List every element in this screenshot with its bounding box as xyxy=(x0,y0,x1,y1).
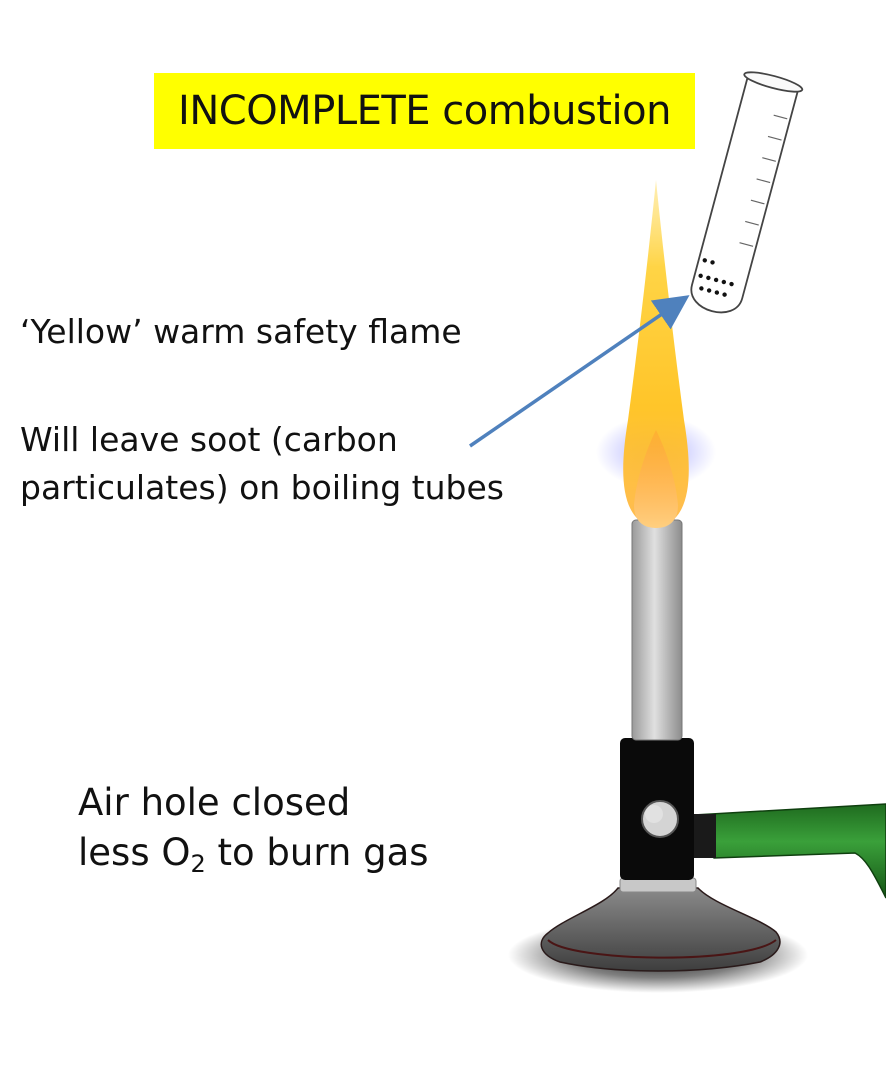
title-highlight: INCOMPLETE combustion xyxy=(154,73,695,149)
diagram-title: INCOMPLETE combustion xyxy=(178,88,671,134)
bunsen-burner-icon xyxy=(540,519,886,972)
burner-barrel xyxy=(631,519,683,741)
soot-label-line2: particulates) on boiling tubes xyxy=(20,468,504,507)
air-hole-shade xyxy=(645,805,663,823)
flame-outer xyxy=(623,180,689,528)
flame-label: ‘Yellow’ warm safety flame xyxy=(20,312,462,351)
test-tube-icon xyxy=(690,71,804,314)
hose-connector xyxy=(690,814,716,858)
yellow-flame xyxy=(596,180,716,528)
base-rim xyxy=(547,939,777,959)
soot-label: Will leave soot (carbon particulates) on… xyxy=(20,416,504,512)
air-label-subscript: 2 xyxy=(190,850,206,878)
air-label-line2: less O2 to burn gas xyxy=(78,828,429,878)
gas-hose xyxy=(692,803,886,899)
soot-label-line1: Will leave soot (carbon xyxy=(20,420,398,459)
air-hole-label: Air hole closed less O2 to burn gas xyxy=(78,778,429,878)
air-label-pre: less O xyxy=(78,831,191,874)
burner-collar xyxy=(619,877,697,893)
air-label-post: to burn gas xyxy=(205,831,429,874)
flame-inner xyxy=(634,430,678,528)
tube-lip xyxy=(743,71,804,93)
soot-arrow xyxy=(469,295,690,448)
air-label-line1: Air hole closed xyxy=(78,781,351,824)
tube-glass xyxy=(690,75,800,314)
tube-graduations xyxy=(739,114,788,247)
burner-base xyxy=(540,887,781,972)
soot-particles xyxy=(698,258,734,297)
